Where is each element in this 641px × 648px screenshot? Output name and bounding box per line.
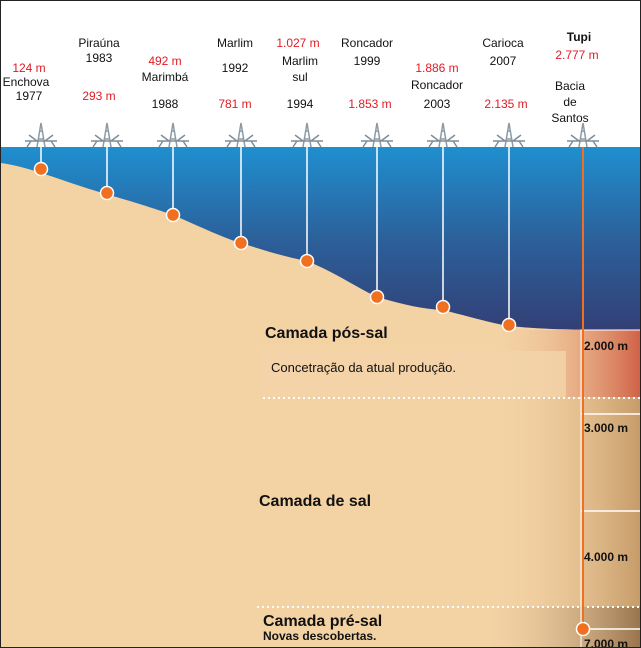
platform-icon xyxy=(493,122,525,148)
depth-label: 4.000 m xyxy=(584,550,629,564)
platform-icon xyxy=(361,122,393,148)
field-depth-label: 1.886 m xyxy=(415,61,459,75)
well-head-dot xyxy=(33,161,49,177)
field-name-label: Roncador xyxy=(340,36,394,50)
seabed xyxy=(1,163,640,647)
field-name-label: Marlim xyxy=(217,36,253,50)
field-depth-label: 1.853 m xyxy=(348,97,392,111)
field-name-label: Roncador xyxy=(410,78,464,92)
well-head-dot xyxy=(369,289,385,305)
field-depth-label: 293 m xyxy=(82,89,116,103)
depth-label: 2.000 m xyxy=(584,339,629,353)
well-head-dot xyxy=(435,299,451,315)
field-year-label: 2003 xyxy=(423,97,451,111)
field-year-label: 2007 xyxy=(489,54,517,68)
field-year-label: 1992 xyxy=(221,61,249,75)
field-year-label: 1977 xyxy=(15,89,43,103)
field-name-label: Carioca xyxy=(482,36,524,50)
platform-icon xyxy=(25,122,57,148)
field-depth-label: 1.027 m xyxy=(276,36,320,50)
pos-sal-title: Camada pós-sal xyxy=(265,325,388,342)
sal-shading xyxy=(491,397,640,607)
well-head-dot xyxy=(233,235,249,251)
pos-sal-text-band xyxy=(259,351,566,397)
field-name-label: Piraúna xyxy=(78,36,120,50)
pre-sal-subtitle: Novas descobertas. xyxy=(263,629,377,643)
depth-scale-column xyxy=(580,329,640,647)
wells-group xyxy=(25,122,599,637)
well-head-dot xyxy=(165,207,181,223)
field-name-label: Marlim sul xyxy=(282,54,318,84)
platform-icon xyxy=(225,122,257,148)
well-head-dot xyxy=(99,185,115,201)
depth-label: 3.000 m xyxy=(584,421,629,435)
field-year-label: 1983 xyxy=(85,51,113,65)
platform-icon xyxy=(427,122,459,148)
platform-icon xyxy=(91,122,123,148)
field-depth-label: 781 m xyxy=(218,97,252,111)
well-head-dot xyxy=(501,317,517,333)
pre-sal-shading xyxy=(491,607,640,647)
field-name-label: Enchova xyxy=(2,75,50,89)
pre-sal-title: Camada pré-sal xyxy=(263,613,383,630)
field-depth-label: 2.135 m xyxy=(484,97,528,111)
pos-sal-subtitle: Concetração da atual produção. xyxy=(271,360,457,375)
platform-icon xyxy=(157,122,189,148)
well-head-dot xyxy=(299,253,315,269)
basin-label: Bacia de Santos xyxy=(551,79,589,125)
field-depth-label: 492 m xyxy=(148,54,182,68)
field-depth-label: 2.777 m xyxy=(555,48,599,62)
field-name-label: Marimbá xyxy=(141,70,189,84)
field-year-label: 1988 xyxy=(151,97,179,111)
field-name-label: Tupi xyxy=(566,30,592,44)
field-year-label: 1994 xyxy=(286,97,314,111)
platform-icon xyxy=(567,122,599,148)
well-head-dot xyxy=(575,621,591,637)
platform-icon xyxy=(291,122,323,148)
sal-title: Camada de sal xyxy=(259,493,372,510)
field-depth-label: 124 m xyxy=(12,61,46,75)
depth-label: 7.000 m xyxy=(584,637,629,648)
field-year-label: 1999 xyxy=(353,54,381,68)
